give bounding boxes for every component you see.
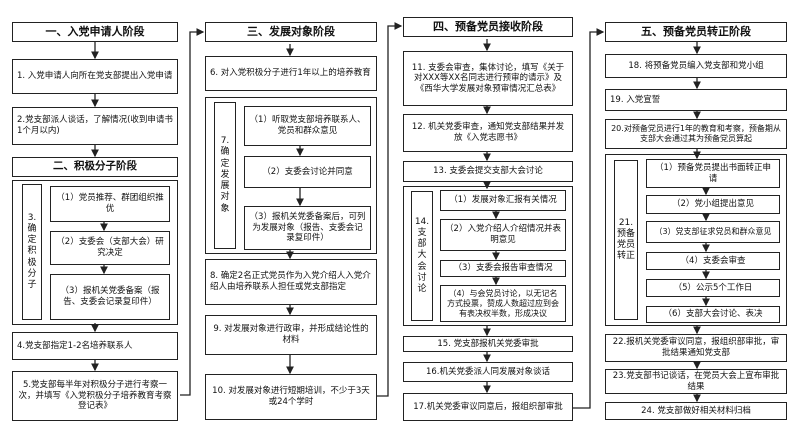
- step-7-sub-2: （2）支委会讨论并同意: [244, 156, 371, 188]
- step-21-group-frame: [605, 154, 787, 326]
- step-21-sub-4: （4）支委会审查: [646, 252, 780, 270]
- step-3-sub-3: （3）报机关党委备案（报告、支委会记录复印件）: [50, 274, 170, 320]
- step-23-box: 23.党支部书记谈话，在党员大会上宣布审批结果: [605, 369, 787, 394]
- step-7-side-label: 7.确定发展对象: [214, 102, 236, 249]
- step-12-box: 12. 机关党委审查，通知党支部结果并发放《入党志愿书》: [403, 114, 573, 152]
- step-17-box: 17.机关党委审议同意后，报组织部审批: [403, 393, 573, 421]
- step-3-side-label: 3.确定积极分子: [22, 184, 42, 320]
- step-14-sub-1: （1）发展对象汇报有关情况: [440, 190, 566, 211]
- stage-2-header: 二、积极分子阶段: [12, 157, 178, 177]
- step-21-sub-6: （6）支部大会讨论、表决: [646, 306, 780, 323]
- step-21-sub-1: （1）预备党员提出书面转正申请: [646, 159, 780, 188]
- step-1-box: 1. 入党申请人向所在党支部提出入党申请: [12, 59, 178, 94]
- step-20-box: 20.对预备党员进行1年的教育和考察，预备期从支部大会通过其为预备党员算起: [605, 119, 787, 149]
- step-7-group-frame: [205, 97, 377, 254]
- step-8-box: 8. 确定2名正式党员作为入党介绍人入党介绍人由培养联系人担任或党支部指定: [205, 259, 377, 305]
- step-14-sub-4: （4）与会党员讨论，以无记名方式投票，赞成人数超过应到会有表决权半数，形成决议: [440, 285, 566, 322]
- step-24-box: 24. 党支部做好相关材料归档: [605, 402, 787, 420]
- step-21-sub-5: （5）公示5个工作日: [646, 279, 780, 297]
- step-21-side-label: 21.预备党员转正: [614, 160, 638, 320]
- stage-4-header: 四、预备党员接收阶段: [403, 17, 573, 37]
- step-6-box: 6. 对入党积极分子进行1年以上的培养教育: [205, 56, 377, 91]
- step-7-sub-3: （3）报机关党委备案后，可列为发展对象（报告、支委会记录复印件）: [244, 206, 371, 250]
- stage-3-header: 三、发展对象阶段: [205, 22, 377, 42]
- step-18-box: 18. 将预备党员编入党支部和党小组: [605, 54, 787, 78]
- step-16-box: 16.机关党委派人同发展对象谈话: [403, 362, 573, 382]
- step-11-box: 11. 支委会审查，集体讨论，填写《关于对XXX等XX名同志进行预审的请示》及《…: [403, 51, 573, 106]
- step-21-sub-3: （3）党支部征求党员和群众意见: [646, 221, 780, 243]
- step-3-group-frame: [12, 180, 178, 325]
- step-4-box: 4.党支部指定1-2名培养联系人: [12, 332, 178, 360]
- step-5-box: 5.党支部每半年对积极分子进行考察一次，并填写《入党积极分子培养教育考察登记表》: [12, 371, 178, 421]
- step-14-sub-2: （2）入党介绍人介绍情况并表明意见: [440, 219, 566, 251]
- step-14-group-frame: [403, 186, 573, 326]
- step-19-box: 19. 入党宣誓: [605, 89, 787, 111]
- step-21-sub-2: （2）党小组提出意见: [646, 195, 780, 214]
- stage-5-header: 五、预备党员转正阶段: [605, 22, 787, 42]
- step-15-box: 15. 党支部报机关党委审批: [403, 336, 573, 352]
- step-3-sub-2: （2）支委会（支部大会）研究决定: [50, 231, 170, 265]
- stage-1-header: 一、入党申请人阶段: [12, 22, 178, 42]
- step-10-box: 10. 对发展对象进行短期培训，不少于3天或24个学时: [205, 374, 377, 420]
- step-14-side-label: 14.支部大会讨论: [411, 191, 433, 321]
- step-3-sub-1: （1）党员推荐、群团组织推优: [50, 186, 170, 222]
- step-2-box: 2.党支部派人谈话，了解情况(收到申请书1个月以内): [12, 107, 178, 145]
- step-22-box: 22.报机关党委审议同意，报组织部审批，审批结果通知党支部: [605, 334, 787, 362]
- step-13-box: 13. 支委会提交支部大会讨论: [403, 161, 573, 182]
- step-9-box: 9. 对发展对象进行政审，并形成结论性的材料: [205, 315, 377, 355]
- step-7-sub-1: （1）听取党支部培养联系人、党员和群众意见: [244, 106, 371, 146]
- step-14-sub-3: （3）支委会报告审查情况: [440, 260, 566, 277]
